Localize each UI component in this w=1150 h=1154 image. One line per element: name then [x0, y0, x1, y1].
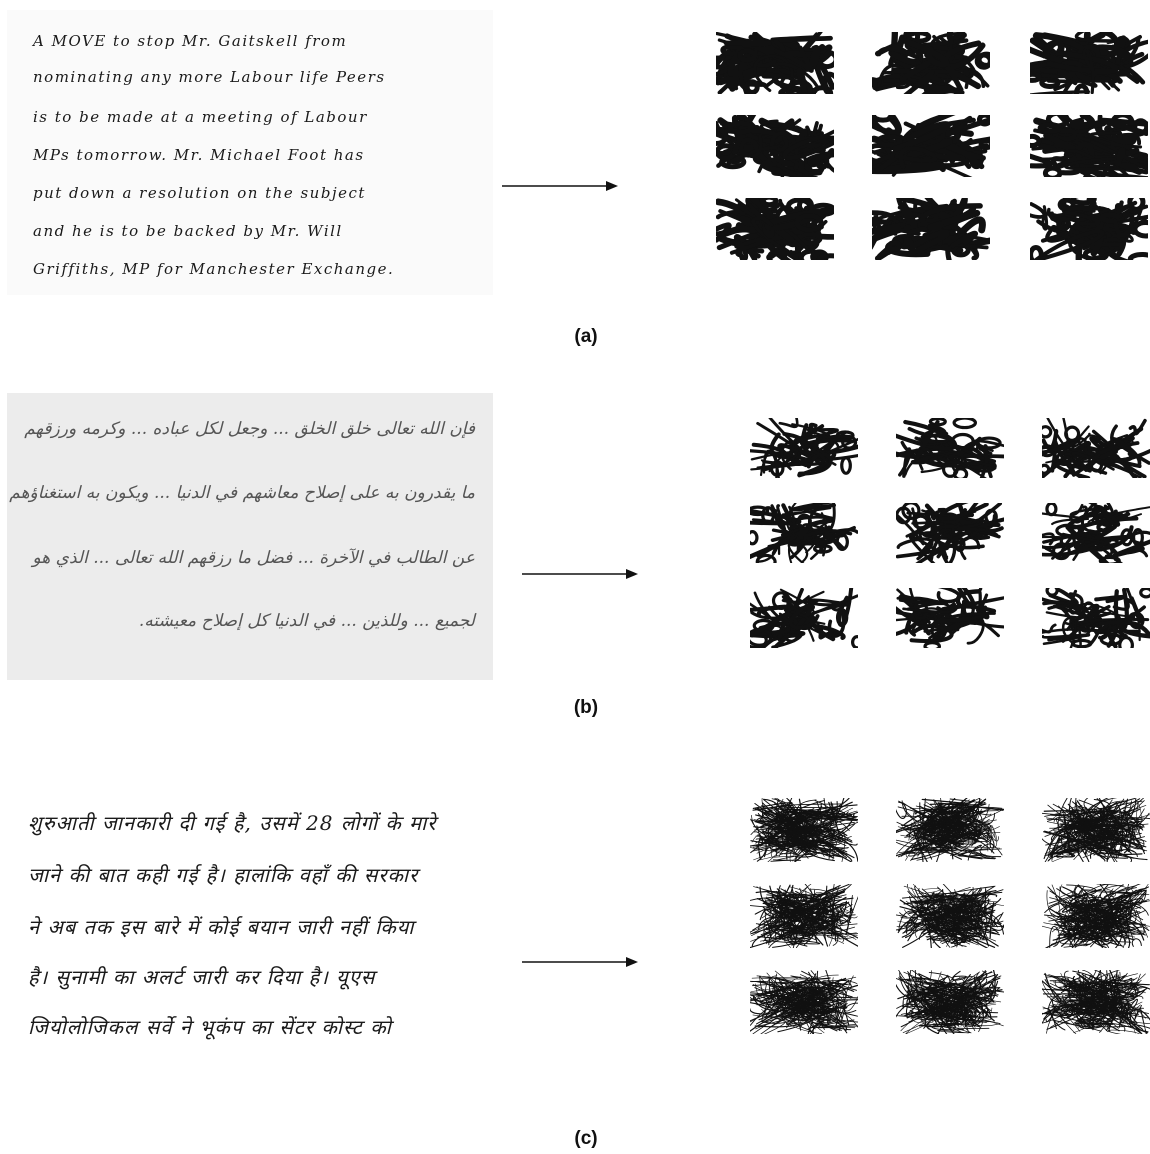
- handwriting-line: put down a resolution on the subject: [33, 184, 366, 202]
- texture-tile: [872, 115, 990, 177]
- texture-tile: [896, 970, 1004, 1034]
- texture-tile: [750, 503, 858, 563]
- arrow-icon: [520, 954, 640, 970]
- texture-tile: [750, 588, 858, 648]
- texture-tile: [750, 970, 858, 1034]
- texture-tile: [896, 884, 1004, 948]
- texture-tile: [750, 884, 858, 948]
- texture-tile: [872, 198, 990, 260]
- handwriting-line: ما يقدرون به على إصلاح معاشهم في الدنيا …: [9, 483, 475, 503]
- texture-tile: [716, 198, 834, 260]
- handwriting-line: Griffiths, MP for Manchester Exchange.: [33, 260, 394, 278]
- handwriting-line: है। सुनामी का अलर्ट जारी कर दिया है। यूए…: [28, 963, 375, 990]
- handwriting-line: शुरुआती जानकारी दी गई है, उसमें 28 लोगों…: [28, 809, 436, 836]
- texture-tile: [716, 115, 834, 177]
- texture-tile: [896, 418, 1004, 478]
- texture-tile: [750, 418, 858, 478]
- handwriting-line: ने अब तक इस बारे में कोई बयान जारी नहीं …: [28, 913, 414, 940]
- texture-tile: [896, 588, 1004, 648]
- texture-tile: [1042, 418, 1150, 478]
- handwriting-line: فإن الله تعالى خلق الخلق ... وجعل لكل عب…: [24, 419, 475, 439]
- texture-tile: [1042, 970, 1150, 1034]
- texture-tile: [896, 503, 1004, 563]
- panel-caption: (b): [556, 697, 616, 719]
- texture-tile: [1042, 884, 1150, 948]
- handwriting-line: A MOVE to stop Mr. Gaitskell from: [33, 32, 347, 50]
- texture-tile: [1030, 115, 1148, 177]
- handwriting-line: nominating any more Labour life Peers: [33, 68, 386, 86]
- handwriting-sample-arabic: فإن الله تعالى خلق الخلق ... وجعل لكل عب…: [7, 393, 493, 680]
- panel-caption: (c): [556, 1128, 616, 1150]
- texture-tile: [1042, 503, 1150, 563]
- handwriting-line: जियोलोजिकल सर्वे ने भूकंप का सेंटर कोस्ट…: [28, 1013, 392, 1040]
- handwriting-line: जाने की बात कही गई है। हालांकि वहाँ की स…: [28, 861, 418, 888]
- texture-tile: [716, 32, 834, 94]
- handwriting-line: and he is to be backed by Mr. Will: [33, 222, 343, 240]
- texture-tile: [1042, 588, 1150, 648]
- texture-tile: [872, 32, 990, 94]
- handwriting-sample-hindi: शुरुआती जानकारी दी गई है, उसमें 28 लोगों…: [22, 795, 502, 1065]
- arrow-icon: [500, 178, 620, 194]
- handwriting-line: عن الطالب في الآخرة ... فضل ما رزقهم الل…: [33, 548, 475, 568]
- handwriting-line: is to be made at a meeting of Labour: [33, 108, 368, 126]
- texture-tile: [750, 798, 858, 862]
- texture-tile: [896, 798, 1004, 862]
- texture-tile: [1030, 32, 1148, 94]
- texture-tile: [1030, 198, 1148, 260]
- handwriting-line: MPs tomorrow. Mr. Michael Foot has: [33, 146, 365, 164]
- texture-tile: [1042, 798, 1150, 862]
- handwriting-sample-english: A MOVE to stop Mr. Gaitskell from nomina…: [7, 10, 493, 295]
- arrow-icon: [520, 566, 640, 582]
- panel-caption: (a): [556, 326, 616, 348]
- handwriting-line: لجميع ... وللذين ... في الدنيا كل إصلاح …: [139, 611, 475, 631]
